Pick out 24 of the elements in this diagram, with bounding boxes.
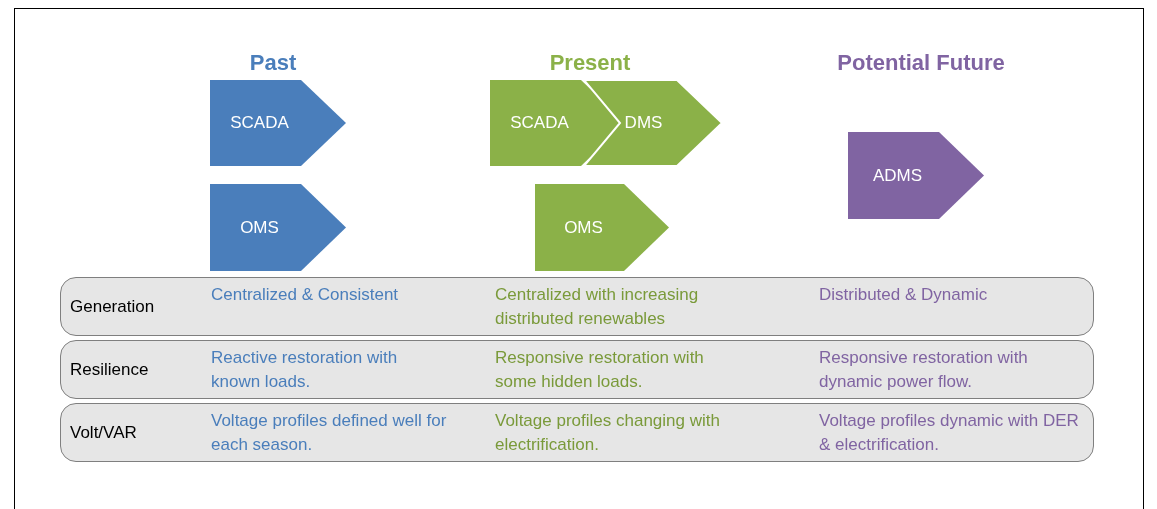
row-header: Volt/VAR	[70, 422, 138, 444]
row-header: Resilience	[70, 359, 150, 381]
column-heading: Potential Future	[837, 49, 1005, 77]
system-label: OMS	[240, 216, 279, 239]
row-header: Generation	[70, 296, 156, 318]
description-text: Voltage profiles changing with electrification.	[495, 410, 721, 456]
system-label: ADMS	[872, 164, 923, 187]
description-text: Centralized with increasing distributed renewables	[495, 284, 700, 330]
description-text: Centralized & Consistent	[211, 284, 400, 306]
system-label: SCADA	[230, 112, 289, 135]
category-band	[60, 340, 1094, 399]
description-text: Responsive restoration with dynamic power flow.	[819, 347, 1029, 393]
category-band	[60, 277, 1094, 336]
description-text: Distributed & Dynamic	[819, 284, 989, 306]
description-text: Responsive restoration with some hidden loads.	[495, 347, 705, 393]
system-label: SCADA	[510, 112, 569, 135]
description-text: Voltage profiles defined well for each season.	[211, 410, 448, 456]
description-text: Reactive restoration with known loads.	[211, 347, 399, 393]
system-label: DMS	[624, 112, 663, 135]
system-label: OMS	[564, 216, 603, 239]
category-band	[60, 403, 1094, 462]
column-heading: Present	[549, 49, 631, 77]
description-text: Voltage profiles dynamic with DER & electrification.	[819, 410, 1080, 456]
column-heading: Past	[249, 49, 297, 77]
